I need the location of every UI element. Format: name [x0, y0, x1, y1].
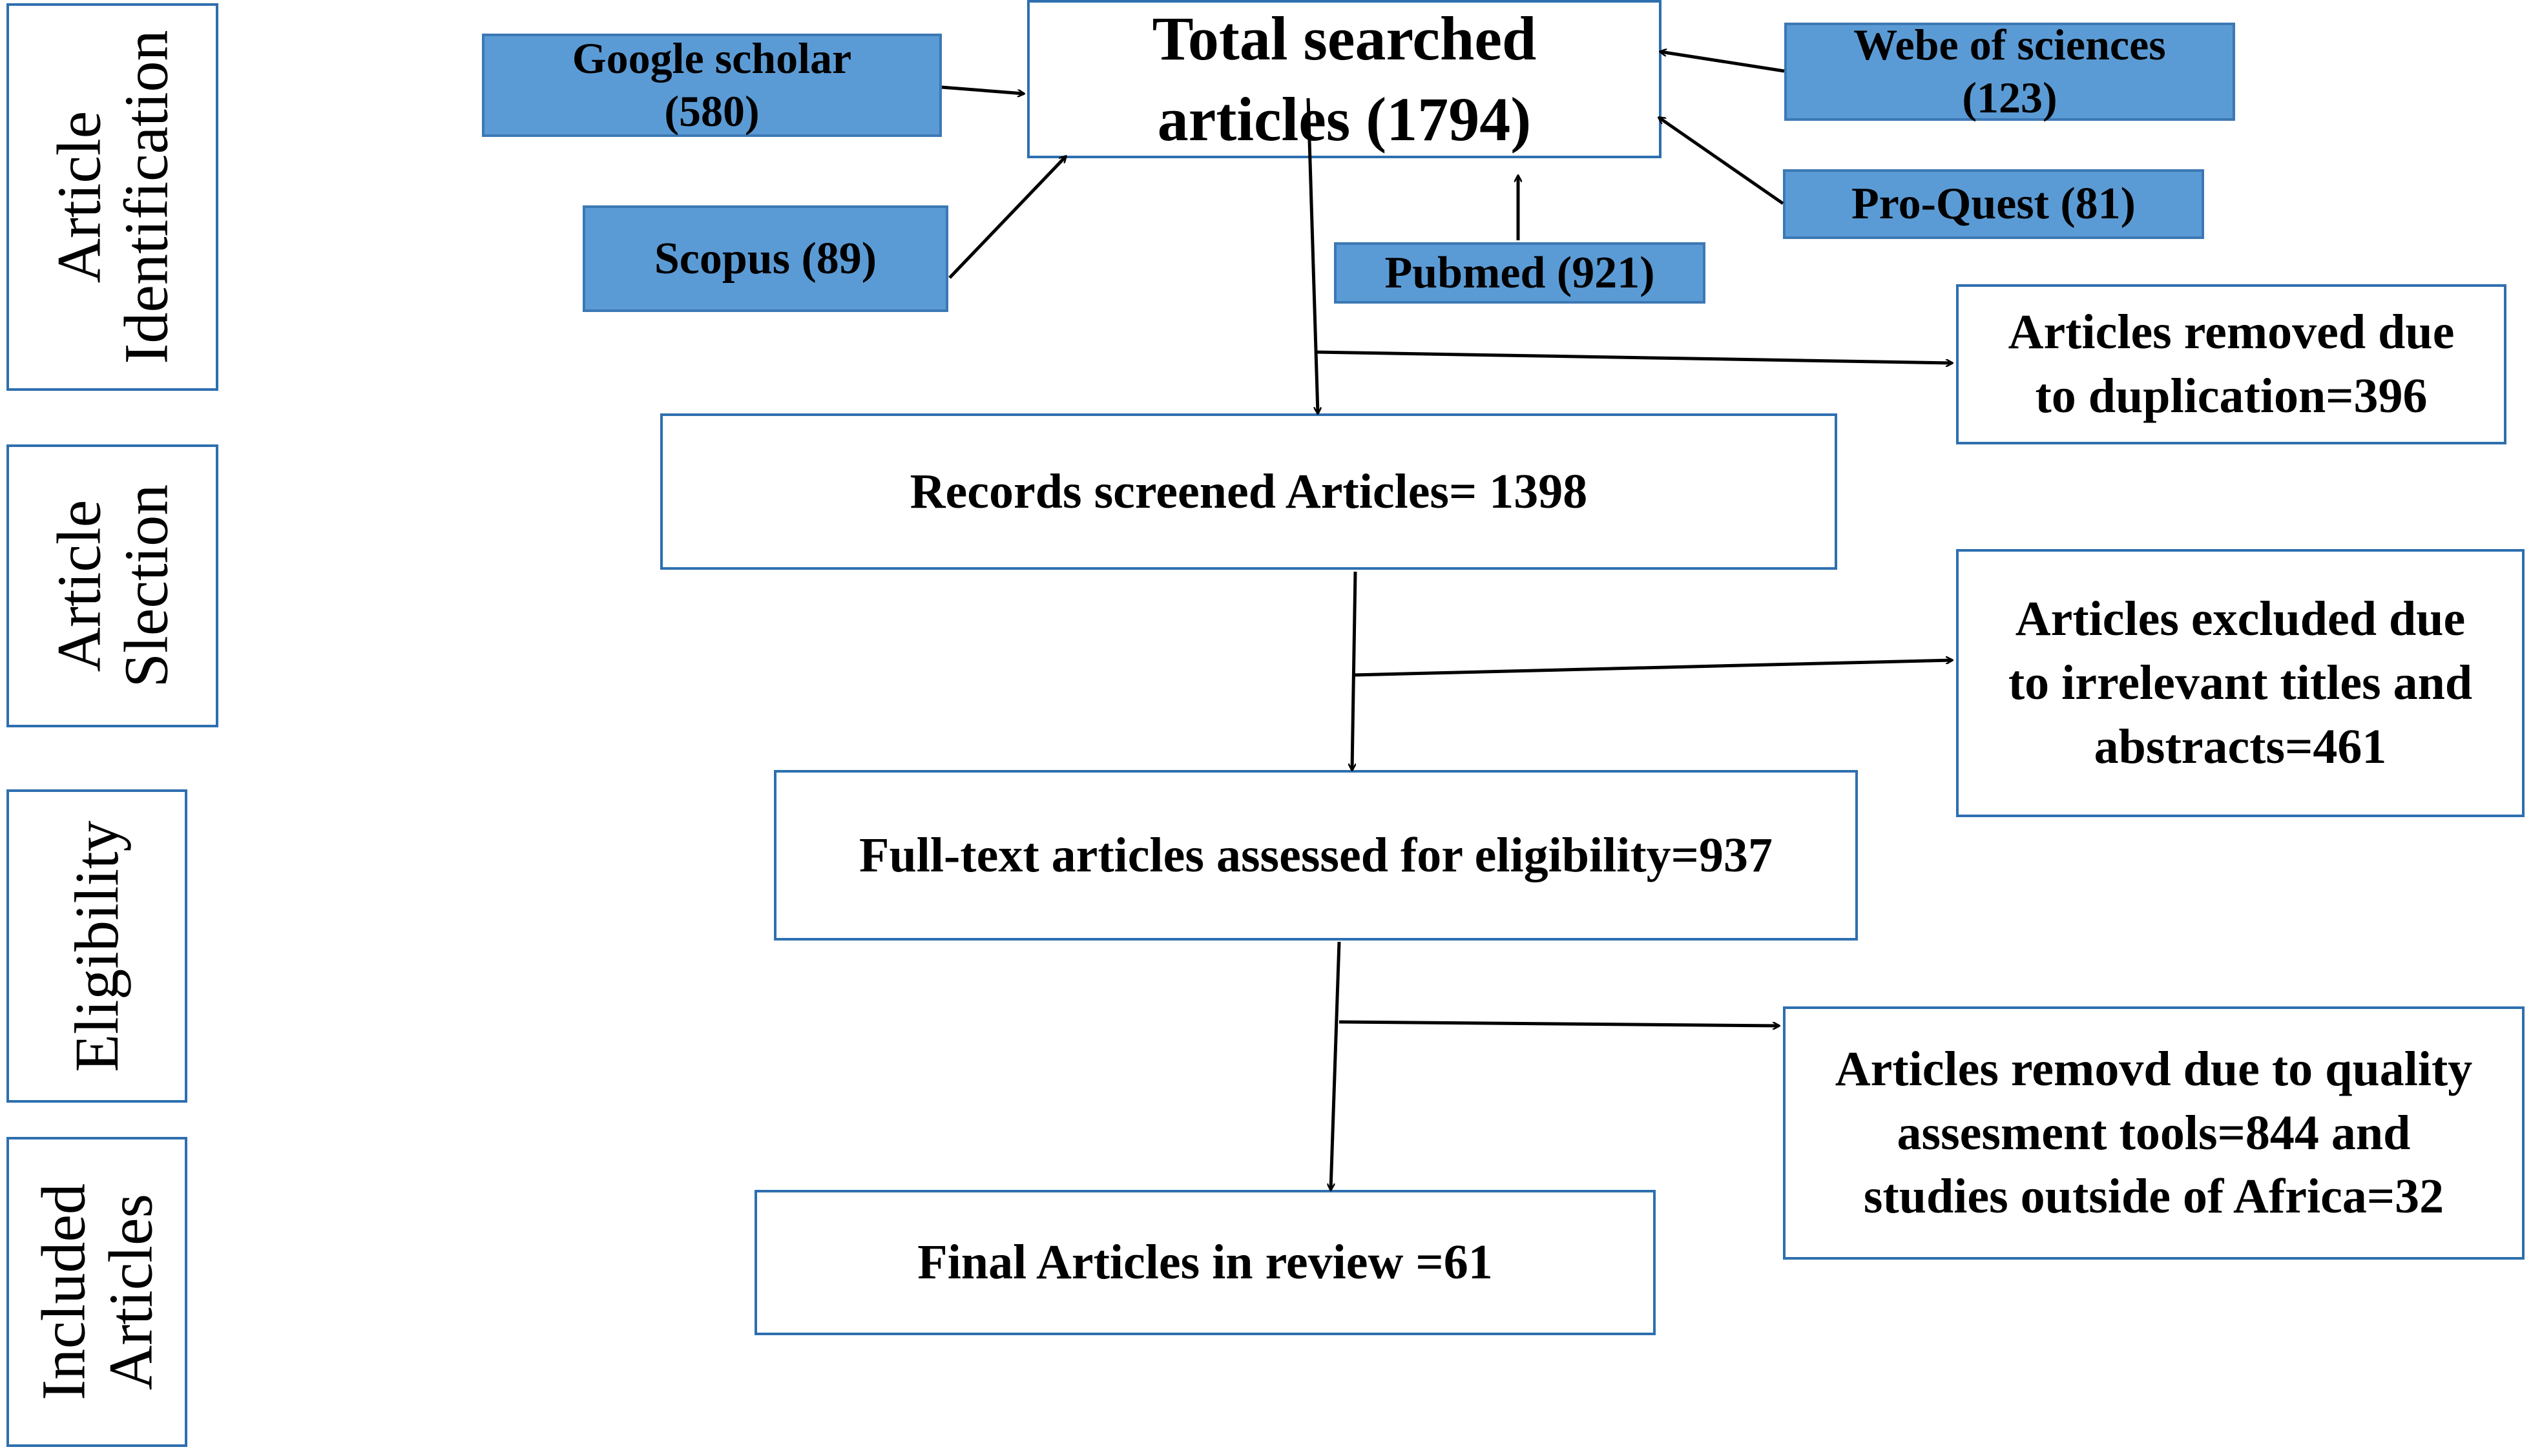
arrow-proquest-to-total: [1659, 118, 1784, 205]
arrow-scopus-to-total: [948, 156, 1066, 279]
source-google-scholar: Google scholar (580): [482, 34, 942, 137]
arrow-fulltext-to-final: [1331, 941, 1341, 1190]
records-screened-box: Records screened Articles= 1398: [660, 413, 1837, 570]
stage-included-articles: Included Articles: [6, 1137, 187, 1447]
source-proquest: Pro-Quest (81): [1783, 169, 2204, 239]
arrow-to-irrelevant: [1353, 660, 1952, 677]
source-pubmed: Pubmed (921): [1334, 242, 1705, 304]
arrow-to-quality: [1338, 1020, 1779, 1026]
removed-duplication-box: Articles removed due to duplication=396: [1956, 284, 2506, 444]
source-web-of-sciences: Webe of sciences (123): [1784, 20, 2235, 122]
arrow-to-duplication: [1314, 350, 1952, 363]
full-text-assessed-box: Full-text articles assessed for eligibil…: [774, 770, 1858, 941]
removed-quality-box: Articles removd due to quality assesment…: [1783, 1006, 2525, 1260]
arrow-total-to-screened: [1306, 98, 1318, 413]
total-searched-box: Total searched articles (1794): [1027, 0, 1661, 158]
stage-eligibility: Eligibility: [6, 789, 187, 1103]
final-articles-box: Final Articles in review =61: [755, 1190, 1656, 1335]
stage-article-selection: Article Slection: [6, 444, 218, 727]
stage-article-identification: Article Identification: [6, 3, 218, 391]
arrow-screened-to-fulltext: [1352, 571, 1357, 770]
arrow-wos-to-total: [1660, 52, 1785, 73]
excluded-irrelevant-box: Articles excluded due to irrelevant titl…: [1956, 549, 2525, 817]
source-scopus: Scopus (89): [583, 205, 948, 312]
arrow-google-to-total: [941, 85, 1024, 94]
